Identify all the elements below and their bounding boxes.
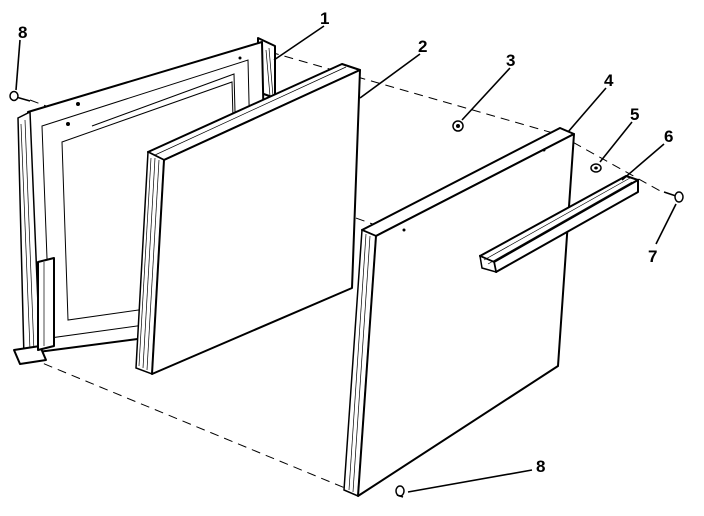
callout-8-top: 8 bbox=[18, 23, 27, 42]
handle-screw bbox=[663, 191, 684, 203]
washer-5 bbox=[590, 163, 602, 173]
callout-8-bottom: 8 bbox=[536, 457, 545, 476]
door-handle bbox=[479, 175, 639, 274]
washer-3 bbox=[452, 120, 464, 132]
callout-1: 1 bbox=[320, 9, 329, 28]
callout-labels: 1 2 3 4 5 6 7 8 8 bbox=[18, 9, 673, 476]
callout-2: 2 bbox=[418, 37, 427, 56]
callout-7: 7 bbox=[648, 247, 657, 266]
callout-5: 5 bbox=[630, 105, 639, 124]
outer-door-panel bbox=[343, 127, 575, 498]
screw-bottom bbox=[395, 485, 405, 498]
door-insulation-panel bbox=[135, 63, 361, 376]
screw-top bbox=[9, 90, 31, 102]
leader-lines bbox=[15, 25, 677, 493]
callout-6: 6 bbox=[664, 127, 673, 146]
callout-3: 3 bbox=[506, 51, 515, 70]
callout-4: 4 bbox=[604, 71, 614, 90]
